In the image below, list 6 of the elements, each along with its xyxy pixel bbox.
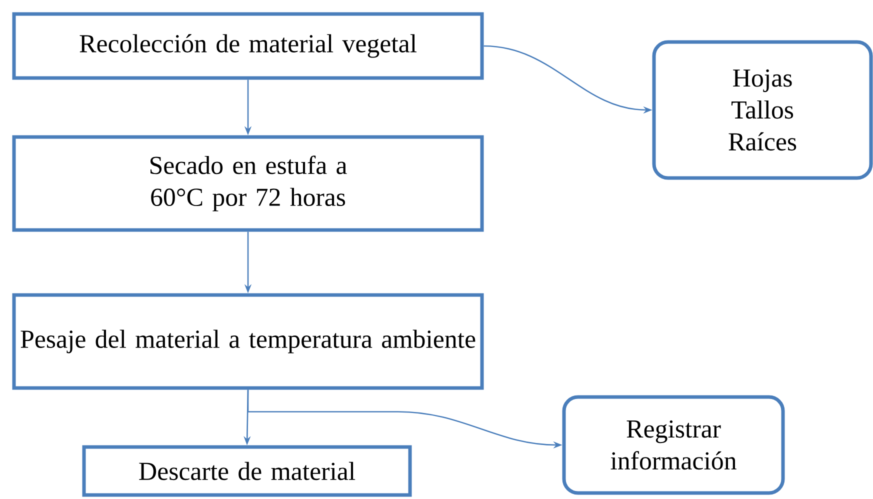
rounded-box: Registrar información: [562, 395, 785, 495]
process-box: Recolección de material vegetal: [12, 12, 484, 80]
process-box: Secado en estufa a 60°C por 72 horas: [12, 135, 484, 232]
rounded-box: Hojas Tallos Raíces: [652, 40, 873, 180]
process-box: Pesaje del material a temperatura ambiente: [12, 293, 484, 390]
process-box: Descarte de material: [82, 445, 412, 497]
